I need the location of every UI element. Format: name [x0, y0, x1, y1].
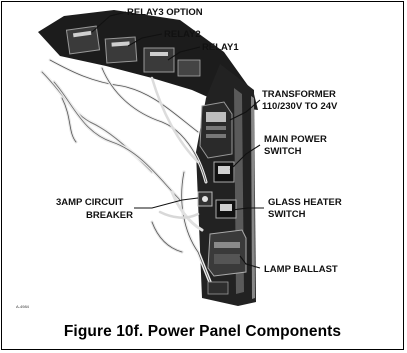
label-transformer-voltage: 110/230V TO 24V — [262, 101, 338, 112]
circuit-breaker — [198, 192, 212, 206]
label-lamp-ballast: LAMP BALLAST — [264, 264, 338, 275]
transformer — [200, 102, 232, 158]
main-power-switch — [214, 162, 234, 182]
label-relay2: RELAY2 — [164, 29, 201, 40]
label-glass-heater: GLASS HEATER — [268, 197, 342, 208]
label-relay1: RELAY1 — [202, 42, 239, 53]
label-breaker: 3AMP CIRCUIT — [56, 197, 124, 208]
figure-caption: Figure 10f. Power Panel Components — [2, 323, 403, 341]
wiring-harness — [42, 60, 210, 282]
label-breaker-2: BREAKER — [86, 210, 133, 221]
figure-frame: RELAY3 OPTION RELAY2 RELAY1 TRANSFORMER … — [1, 1, 404, 350]
relay-1-block — [144, 48, 174, 72]
label-main-power-switch: SWITCH — [264, 146, 302, 157]
leader-breaker — [134, 198, 198, 208]
relay-2-block — [105, 37, 137, 63]
label-transformer: TRANSFORMER — [262, 89, 336, 100]
power-panel-diagram: RELAY3 OPTION RELAY2 RELAY1 TRANSFORMER … — [2, 2, 405, 320]
label-glass-heater-switch: SWITCH — [268, 209, 306, 220]
power-panel-illustration — [38, 10, 258, 306]
glass-heater-switch — [216, 200, 236, 218]
part-code: A-4984 — [16, 304, 30, 309]
label-relay3-option: RELAY3 OPTION — [127, 7, 203, 18]
label-main-power: MAIN POWER — [264, 134, 327, 145]
